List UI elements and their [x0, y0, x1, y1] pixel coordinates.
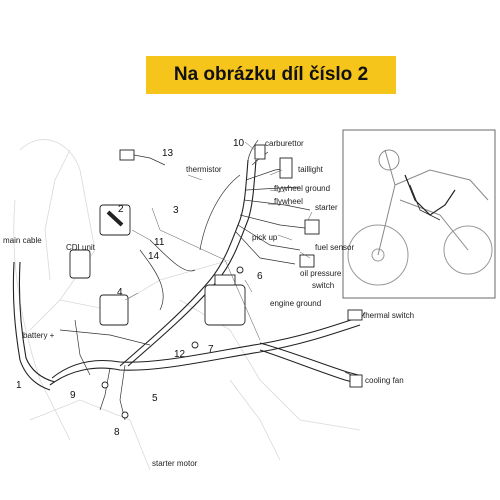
motorcycle-inset — [342, 129, 496, 299]
callout-10: 10 — [233, 138, 245, 149]
part-6-clip — [236, 266, 244, 274]
callout-2: 2 — [118, 204, 124, 215]
label-starter-motor: starter motor — [152, 459, 198, 468]
component-labels: carburettor thermistor taillight flywhee… — [3, 139, 414, 468]
part-9-nut — [101, 381, 109, 389]
part-7-screw — [191, 341, 199, 349]
callout-7: 7 — [208, 344, 214, 355]
label-taillight: taillight — [298, 165, 324, 174]
label-engine-ground: engine ground — [270, 299, 321, 308]
label-flywheel-ground: flywheel ground — [274, 184, 330, 193]
callout-13: 13 — [162, 148, 174, 159]
label-cooling-fan: cooling fan — [365, 376, 404, 385]
carburettor-connector — [254, 144, 266, 160]
part-4-relay — [99, 294, 129, 326]
cdi-unit — [69, 249, 91, 279]
starter-connector — [304, 219, 320, 235]
main-harness — [12, 139, 366, 421]
callout-numbers: 1 2 3 4 5 6 7 8 9 10 11 12 13 14 — [16, 138, 263, 438]
label-carburettor: carburettor — [265, 139, 304, 148]
callout-8: 8 — [114, 427, 120, 438]
thermal-switch-connector — [347, 309, 363, 321]
label-oil-pressure: oil pressure — [300, 269, 342, 278]
label-main-cable: main cable — [3, 236, 42, 245]
callout-12: 12 — [174, 349, 186, 360]
callout-1: 1 — [16, 380, 22, 391]
part-8-nut — [121, 411, 129, 419]
banner-title: Na obrázku díl číslo 2 — [173, 64, 369, 85]
label-battery: battery + — [23, 331, 55, 340]
callout-3: 3 — [173, 205, 179, 216]
label-thermal-switch: thermal switch — [363, 311, 414, 320]
fuel-sensor-connector — [299, 254, 315, 268]
callout-11: 11 — [154, 237, 165, 248]
label-pick-up: pick up — [252, 233, 278, 242]
label-thermistor: thermistor — [186, 165, 222, 174]
label-cdi-unit: CDI unit — [66, 243, 96, 252]
parts — [69, 144, 363, 419]
label-starter: starter — [315, 203, 338, 212]
label-switch: switch — [312, 281, 334, 290]
ignition-coil — [204, 284, 246, 326]
leader-lines — [124, 141, 313, 341]
callout-14: 14 — [148, 251, 160, 262]
taillight-connector — [279, 157, 293, 179]
coil-cap — [214, 274, 236, 286]
callout-9: 9 — [70, 390, 76, 401]
cooling-fan-connector — [349, 374, 363, 388]
label-flywheel: flywheel — [274, 197, 303, 206]
title-banner: Na obrázku díl číslo 2 — [146, 56, 396, 94]
part-13-plug — [119, 149, 135, 161]
callout-6: 6 — [257, 271, 263, 282]
callout-4: 4 — [117, 287, 123, 298]
label-fuel-sensor: fuel sensor — [315, 243, 354, 252]
callout-5: 5 — [152, 393, 158, 404]
